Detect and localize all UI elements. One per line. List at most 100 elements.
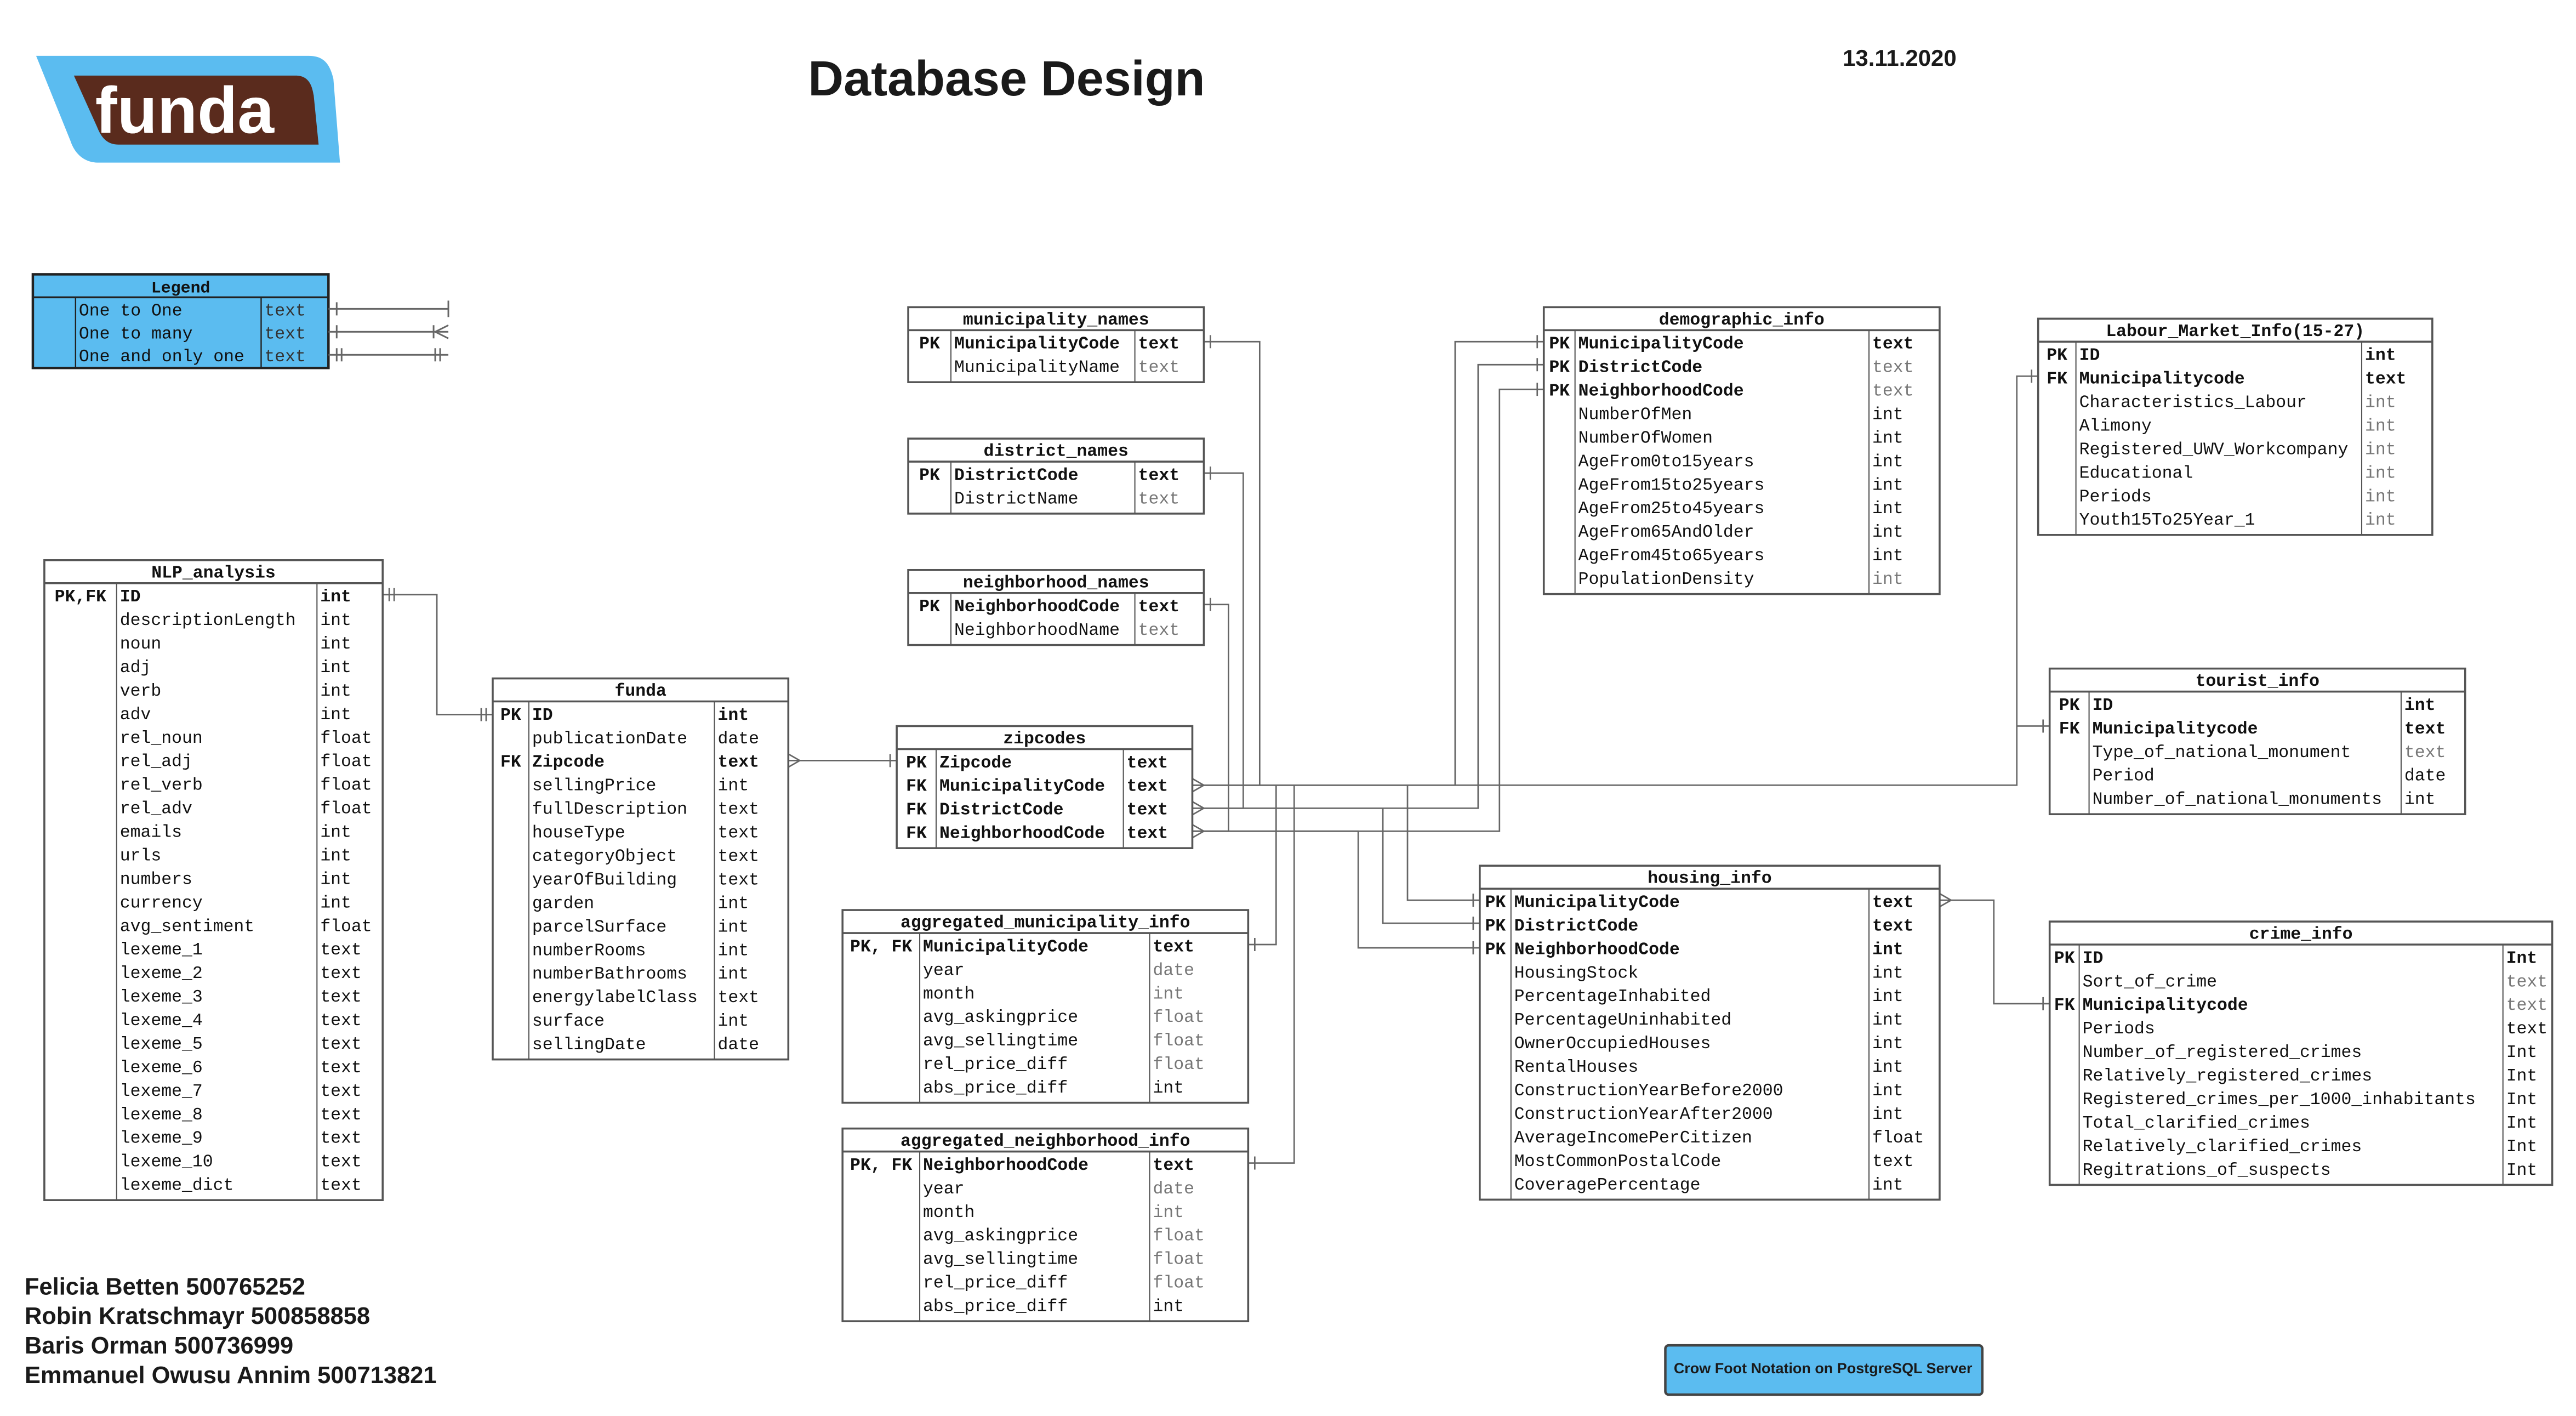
column-type: text	[1138, 490, 1180, 509]
column-name: avg_sellingtime	[923, 1032, 1078, 1051]
crow-foot	[1192, 824, 1206, 839]
column-name: NumberOfWomen	[1578, 429, 1713, 448]
column-name: adj	[120, 658, 151, 678]
column-name: currency	[120, 894, 203, 913]
table-title: aggregated_neighborhood_info	[901, 1132, 1190, 1151]
column-name: rel_price_diff	[923, 1055, 1068, 1074]
column-type: int	[717, 706, 749, 725]
column-type: text	[1872, 1152, 1914, 1172]
column-name: lexeme_1	[120, 941, 203, 960]
table-title: neighborhood_names	[963, 573, 1149, 593]
column-type: int	[1872, 1011, 1903, 1030]
column-name: rel_adv	[120, 800, 192, 819]
column-name: MunicipalityCode	[939, 777, 1105, 797]
logo-inner-shape	[73, 75, 319, 145]
column-type: Int	[2506, 1043, 2538, 1062]
column-key: PK	[919, 598, 940, 617]
column-name: month	[923, 985, 974, 1004]
column-name: surface	[532, 1012, 605, 1031]
column-type: int	[2365, 417, 2396, 436]
column-key: FK	[2059, 720, 2080, 739]
column-name: ConstructionYearBefore2000	[1514, 1082, 1783, 1101]
table-border	[1479, 865, 1941, 1201]
column-name: lexeme_8	[120, 1106, 203, 1125]
column-name: DistrictCode	[939, 801, 1064, 820]
column-type: int	[320, 682, 351, 701]
column-key: PK	[919, 335, 940, 354]
column-type: text	[2404, 743, 2446, 763]
column-name: RentalHouses	[1514, 1058, 1639, 1077]
demographic-district-link	[1192, 363, 1544, 809]
column-name: PercentageInhabited	[1514, 987, 1711, 1006]
column-name: numbers	[120, 870, 192, 889]
column-name: ID	[2083, 949, 2104, 968]
column-key: PK	[500, 706, 521, 725]
column-type: Int	[2506, 1138, 2538, 1157]
column-name: AgeFrom25to45years	[1578, 499, 1765, 519]
column-key: PK	[1549, 359, 1570, 378]
legend-table: Legend One to One text One to many text …	[31, 273, 449, 369]
table-row: Periods text	[2083, 1020, 2548, 1039]
table-title: demographic_info	[1659, 311, 1825, 330]
column-type: int	[320, 823, 351, 843]
column-type: int	[320, 588, 351, 607]
column-name: sellingPrice	[532, 777, 656, 796]
column-name: Total_clarified_crimes	[2083, 1114, 2310, 1133]
column-type: int	[1872, 1105, 1903, 1124]
column-type: Int	[2506, 949, 2538, 968]
column-type: text	[1138, 359, 1180, 378]
column-type: float	[1872, 1129, 1924, 1148]
table-title: crime_info	[2249, 925, 2353, 945]
column-name: MunicipalityName	[954, 359, 1120, 378]
nlp-to-funda	[383, 594, 493, 715]
column-name: parcelSurface	[532, 918, 666, 937]
column-key: PK	[1485, 893, 1506, 912]
column-type: int	[1872, 1082, 1903, 1101]
column-type: date	[1153, 961, 1195, 980]
table-border	[907, 437, 1205, 515]
table-border	[2037, 317, 2433, 536]
column-name: Municipalitycode	[2083, 996, 2248, 1015]
column-name: NeighborhoodCode	[1514, 940, 1680, 959]
column-name: Youth15To25Year_1	[2079, 511, 2255, 530]
column-name: Periods	[2083, 1020, 2155, 1039]
legend-row-label: One and only one	[79, 348, 244, 367]
column-type: text	[2506, 1020, 2548, 1039]
column-name: lexeme_dict	[120, 1176, 234, 1196]
aggregated-neighborhood-link	[1248, 785, 1295, 1164]
column-name: Type_of_national_monument	[2093, 743, 2351, 763]
relationship-lines	[383, 335, 2050, 1170]
column-name: lexeme_7	[120, 1082, 203, 1101]
column-type: text	[1138, 466, 1180, 485]
column-name: Number_of_national_monuments	[2093, 791, 2383, 810]
column-type: text	[2404, 720, 2446, 739]
column-type: int	[1872, 547, 1903, 566]
column-key: PK, FK	[850, 1156, 912, 1175]
legend-one-to-many-line	[328, 324, 449, 339]
column-name: lexeme_2	[120, 964, 203, 983]
column-type: text	[1127, 754, 1169, 773]
